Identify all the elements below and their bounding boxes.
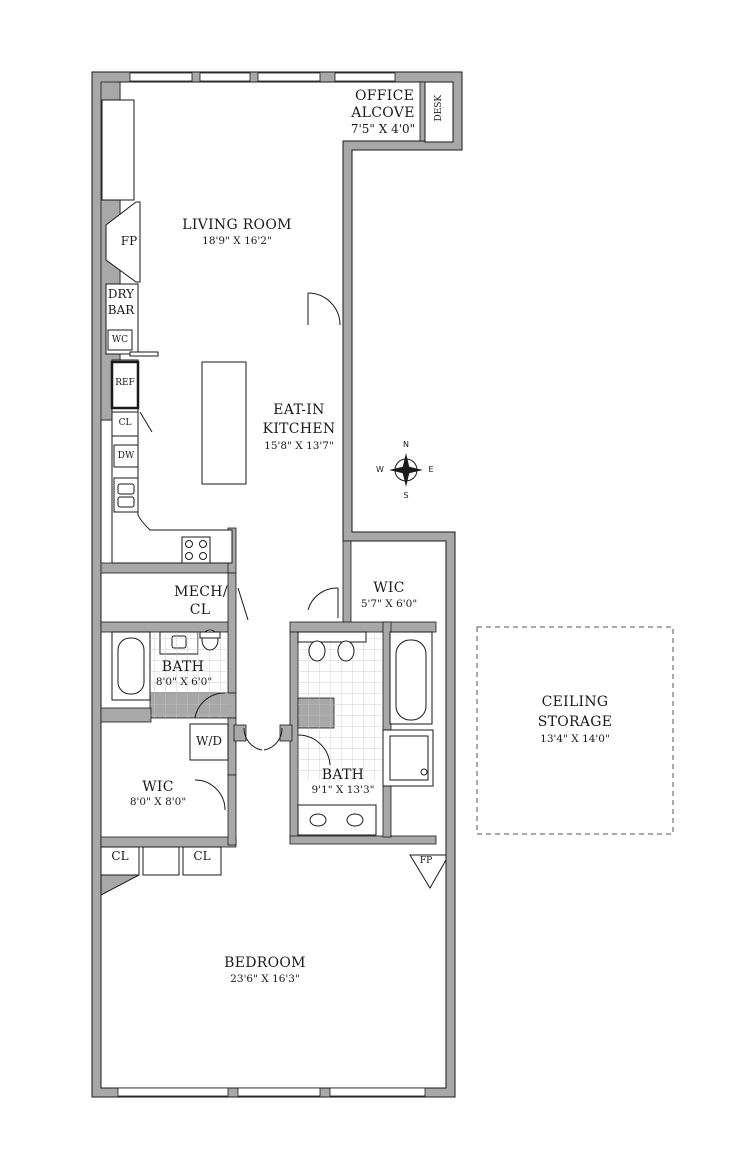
wic-master-label: WIC — [373, 580, 405, 596]
bedroom-closets — [100, 846, 447, 896]
master-bath-fixtures — [297, 631, 434, 836]
wic-second-dims: 8'0" X 8'0" — [129, 796, 187, 808]
kitchen-label-1: EAT-IN — [273, 402, 325, 418]
wic-second-label: WIC — [142, 779, 174, 795]
bath-master-label: BATH — [321, 767, 365, 783]
office-dims: 7'5" X 4'0" — [350, 122, 416, 136]
living-built-ins — [101, 81, 454, 357]
wc-label: WC — [111, 335, 129, 345]
compass-e: E — [428, 465, 434, 474]
fp-living-label: FP — [120, 234, 138, 248]
compass-s: S — [403, 491, 409, 500]
bath-small-label: BATH — [161, 659, 205, 675]
living-room-dims: 18'9" X 16'2" — [202, 235, 272, 247]
kitchen-label-2: KITCHEN — [262, 421, 336, 437]
office-label-1: OFFICE — [355, 88, 415, 104]
kitchen-counters — [110, 359, 247, 564]
bath-master-dims: 9'1" X 13'3" — [311, 784, 375, 796]
small-bath-fixtures — [111, 629, 229, 761]
bedroom-dims: 23'6" X 16'3" — [230, 973, 300, 985]
fp-bedroom-label: FP — [419, 856, 433, 866]
living-room-label: LIVING ROOM — [182, 217, 292, 233]
ceiling-storage-label-2: STORAGE — [537, 714, 613, 730]
bath-small-dims: 8'0" X 6'0" — [155, 676, 213, 688]
ref-label: REF — [115, 378, 135, 388]
dry-bar-label-1: DRY — [107, 287, 135, 301]
dw-label: DW — [117, 451, 135, 461]
wic-master-dims: 5'7" X 6'0" — [360, 598, 418, 610]
office-label-2: ALCOVE — [351, 105, 415, 121]
mech-label-1: MECH/ — [174, 584, 228, 600]
desk-label: DESK — [433, 94, 444, 122]
mech-label-2: CL — [189, 602, 211, 618]
ceiling-storage-outline — [476, 626, 674, 835]
doors — [139, 292, 341, 811]
compass-n: N — [403, 440, 409, 449]
ceiling-storage-label-1: CEILING — [541, 694, 609, 710]
dry-bar-label-2: BAR — [107, 303, 135, 317]
wd-label: W/D — [196, 734, 222, 748]
compass-rose — [389, 453, 423, 487]
windows — [117, 72, 426, 1097]
cl-bed-left-label: CL — [111, 849, 129, 863]
cl-kitchen-label: CL — [118, 418, 132, 428]
bedroom-label: BEDROOM — [224, 955, 306, 971]
kitchen-dims: 15'8" X 13'7" — [264, 440, 334, 452]
compass-w: W — [376, 465, 384, 474]
cl-bed-right-label: CL — [193, 849, 211, 863]
ceiling-storage-dims: 13'4" X 14'0" — [540, 733, 610, 745]
